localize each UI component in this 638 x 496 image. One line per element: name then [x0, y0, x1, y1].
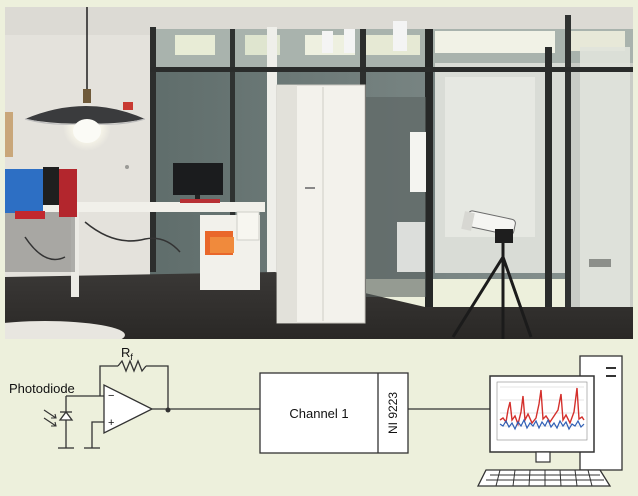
pendant-lamp [24, 7, 146, 151]
op-amp-minus: − [108, 390, 114, 402]
daq-box [259, 372, 409, 454]
trace-red [499, 387, 585, 427]
desk [5, 202, 265, 212]
feedback-path [99, 359, 169, 410]
telescope [451, 210, 533, 339]
photodiode-label: Photodiode [9, 381, 75, 396]
light-arrows-icon [43, 409, 57, 427]
op-amp-plus: + [108, 417, 114, 429]
photodiode-symbol [58, 396, 74, 449]
daq-model-label: NI 9223 [386, 392, 400, 434]
signal-chain-diagram: Rf − + Photodiode Channel 1 NI 9223 [9, 345, 623, 487]
glass-door [580, 47, 630, 339]
lab-photo [5, 7, 633, 339]
resistor-label: Rf [121, 345, 133, 362]
op-amp-triangle [103, 383, 154, 435]
channel-label: Channel 1 [289, 406, 348, 421]
trace-blue [499, 418, 585, 431]
screen-waveform [499, 386, 585, 431]
